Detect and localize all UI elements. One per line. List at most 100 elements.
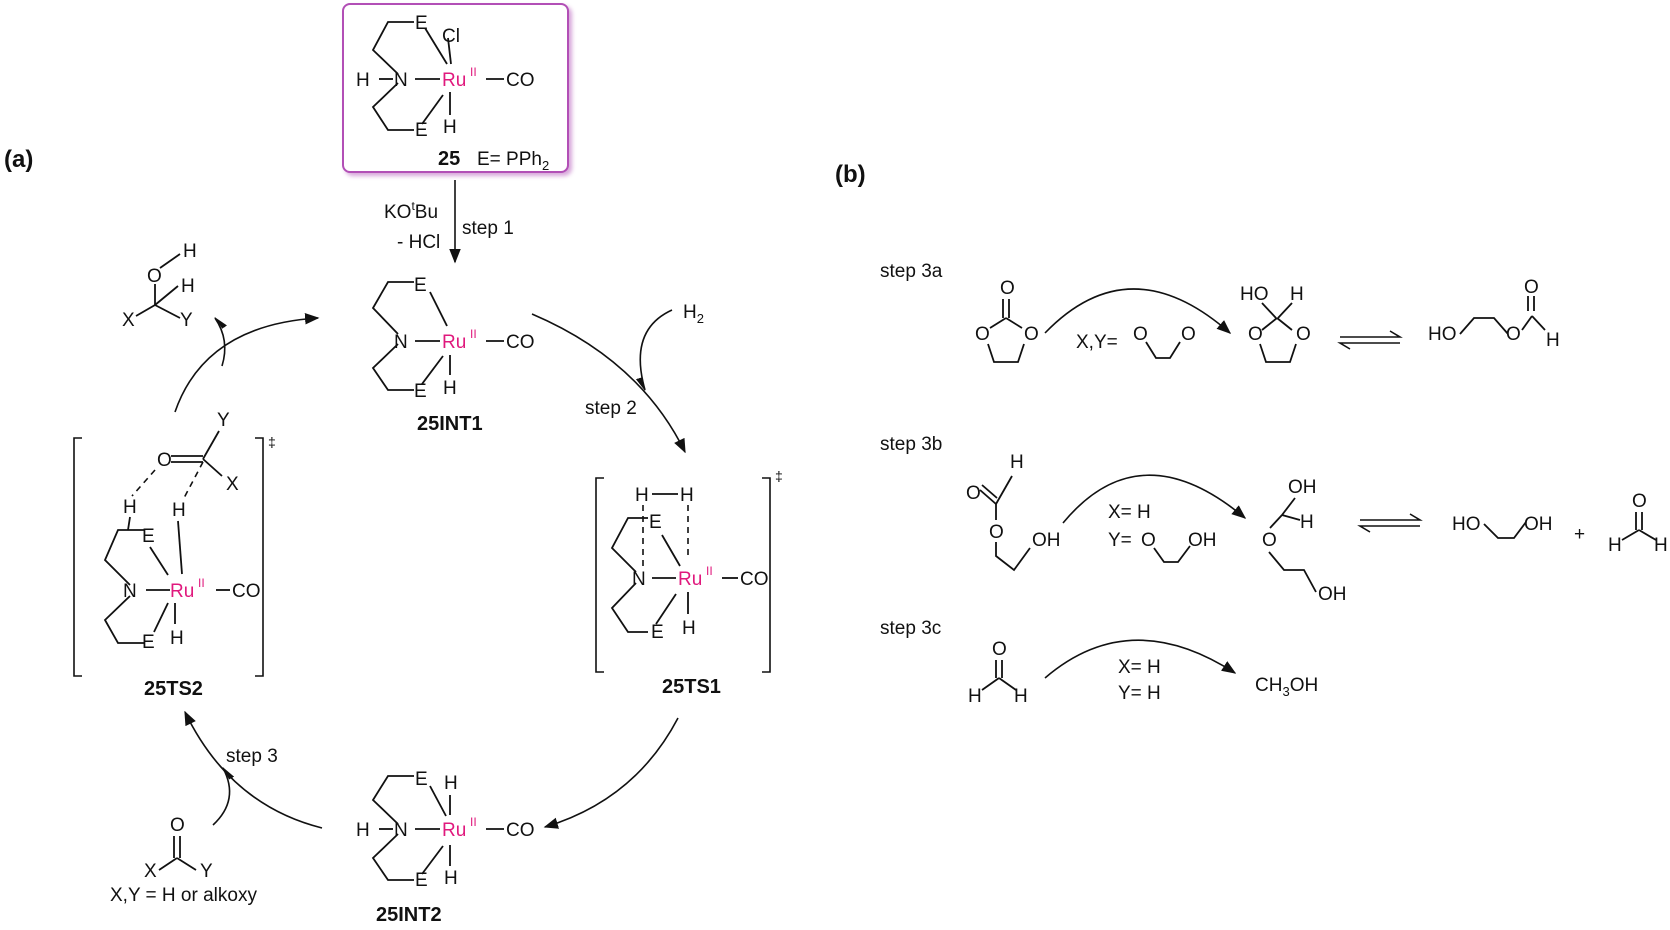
atom-HO: HO bbox=[1452, 514, 1481, 535]
atom-E: E bbox=[415, 120, 428, 141]
step-3b-arrow bbox=[1062, 474, 1247, 524]
step-2-arrow bbox=[531, 313, 686, 454]
atom-Y: Y bbox=[217, 410, 230, 431]
ts2-dagger: ‡ bbox=[268, 434, 276, 450]
atom-O: O bbox=[1181, 324, 1196, 345]
atom-X: X bbox=[226, 474, 239, 495]
compound-25INT2-label: 25INT2 bbox=[376, 904, 442, 926]
hemiacetal-intermediate: OH H O OH bbox=[1262, 477, 1347, 605]
atom-OH: OH bbox=[1524, 514, 1553, 535]
product-alcohol: O H H X Y bbox=[122, 241, 197, 331]
atom-O: O bbox=[966, 483, 981, 504]
atom-CO: CO bbox=[232, 581, 261, 602]
atom-O: O bbox=[1000, 278, 1015, 299]
transition-state-25TS2: ‡ Y O X H H E E N Ru II CO H 25TS2 bbox=[73, 410, 276, 700]
atom-O: O bbox=[1506, 324, 1521, 345]
atom-OH: OH bbox=[1288, 477, 1317, 498]
atom-H: H bbox=[1654, 535, 1668, 556]
atom-Ru: Ru bbox=[442, 70, 466, 91]
atom-H: H bbox=[968, 686, 982, 707]
atom-CO: CO bbox=[740, 569, 769, 590]
atom-H: H bbox=[682, 618, 696, 639]
transition-state-25TS1: ‡ H H E E N Ru II CO H 25TS1 bbox=[595, 468, 783, 698]
ru-oxidation-state: II bbox=[706, 564, 713, 578]
atom-H: H bbox=[443, 117, 457, 138]
atom-CO: CO bbox=[506, 820, 535, 841]
equilibrium-arrows-3b bbox=[1357, 513, 1423, 533]
atom-O: O bbox=[989, 522, 1004, 543]
step-3-label: step 3 bbox=[226, 746, 278, 767]
atom-N: N bbox=[394, 820, 408, 841]
atom-O: O bbox=[170, 815, 185, 836]
glycol-fragment-3b: O OH bbox=[1141, 530, 1217, 563]
step-3b-label: step 3b bbox=[880, 434, 942, 455]
substrate-carbonyl: O X Y X,Y = H or alkoxy bbox=[110, 815, 257, 906]
atom-N: N bbox=[632, 569, 646, 590]
x-equals-h-label-3c: X= H bbox=[1118, 657, 1161, 678]
atom-E: E bbox=[142, 526, 155, 547]
step-3c-arrow bbox=[1044, 639, 1237, 679]
ru-oxidation-state: II bbox=[470, 815, 477, 829]
y-equals-label: Y= bbox=[1108, 530, 1132, 551]
atom-O: O bbox=[992, 639, 1007, 660]
intermediate-25INT2: E E H H N Ru II CO H 25INT2 bbox=[356, 769, 535, 926]
step-3a-arrow bbox=[1044, 288, 1232, 334]
ru-oxidation-state: II bbox=[470, 65, 477, 79]
atom-N: N bbox=[394, 70, 408, 91]
ts1-to-int2-arrow bbox=[543, 717, 679, 829]
step-1-label: step 1 bbox=[462, 218, 514, 239]
atom-H: H bbox=[1300, 512, 1314, 533]
orthoester-intermediate: HO H O O bbox=[1240, 284, 1311, 363]
atom-E: E bbox=[415, 769, 428, 790]
atom-H: H bbox=[1290, 284, 1304, 305]
atom-H: H bbox=[172, 500, 186, 521]
atom-Ru: Ru bbox=[170, 581, 194, 602]
formaldehyde-3c: O H H bbox=[968, 639, 1028, 707]
step-3-arrow bbox=[184, 710, 323, 829]
atom-N: N bbox=[394, 332, 408, 353]
atom-H: H bbox=[123, 497, 137, 518]
x-equals-h-label: X= H bbox=[1108, 502, 1151, 523]
intermediate-25INT1: E E N Ru II CO H 25INT1 bbox=[371, 275, 535, 435]
substrate-entry-arrow bbox=[212, 766, 235, 826]
atom-CO: CO bbox=[506, 70, 535, 91]
panel-a-label: (a) bbox=[4, 146, 33, 173]
atom-E: E bbox=[414, 381, 427, 402]
atom-O: O bbox=[1262, 530, 1277, 551]
hydroxyethyl-formate: HO O O H bbox=[1428, 277, 1560, 351]
atom-E: E bbox=[415, 13, 428, 34]
atom-E: E bbox=[414, 275, 427, 296]
atom-H: H bbox=[1010, 452, 1024, 473]
atom-X: X bbox=[144, 861, 157, 882]
equilibrium-arrows-3a bbox=[1337, 330, 1403, 350]
atom-H: H bbox=[356, 70, 370, 91]
atom-Ru: Ru bbox=[678, 569, 702, 590]
atom-E: E bbox=[649, 512, 662, 533]
step-2-label: step 2 bbox=[585, 398, 637, 419]
atom-H: H bbox=[444, 868, 458, 889]
compound-25TS2-label: 25TS2 bbox=[144, 678, 203, 700]
atom-CO: CO bbox=[506, 332, 535, 353]
ethylene-carbonate: O O O bbox=[975, 278, 1039, 363]
atom-H: H bbox=[183, 241, 197, 262]
atom-H: H bbox=[170, 628, 184, 649]
product-exit-arrow bbox=[214, 316, 228, 367]
atom-O: O bbox=[1632, 491, 1647, 512]
atom-O: O bbox=[157, 450, 172, 471]
atom-H: H bbox=[181, 276, 195, 297]
formaldehyde-3b: O H H bbox=[1608, 491, 1668, 556]
ts2-to-int1-arrow bbox=[174, 313, 320, 413]
plus-sign: + bbox=[1574, 524, 1585, 545]
ru-oxidation-state: II bbox=[470, 327, 477, 341]
atom-O: O bbox=[1524, 277, 1539, 298]
atom-O: O bbox=[1024, 324, 1039, 345]
atom-H: H bbox=[1608, 535, 1622, 556]
atom-HO: HO bbox=[1428, 324, 1457, 345]
atom-Ru: Ru bbox=[442, 332, 466, 353]
ethylene-glycol-fragment: O O bbox=[1133, 324, 1196, 359]
compound-25-definition: E= PPh2 bbox=[477, 149, 549, 173]
atom-H: H bbox=[635, 485, 649, 506]
compound-25-structure: E E Cl H N Ru II CO H 25 E= PPh2 bbox=[356, 13, 549, 173]
step-3c-label: step 3c bbox=[880, 618, 941, 639]
h2-entry-arrow bbox=[635, 309, 673, 392]
